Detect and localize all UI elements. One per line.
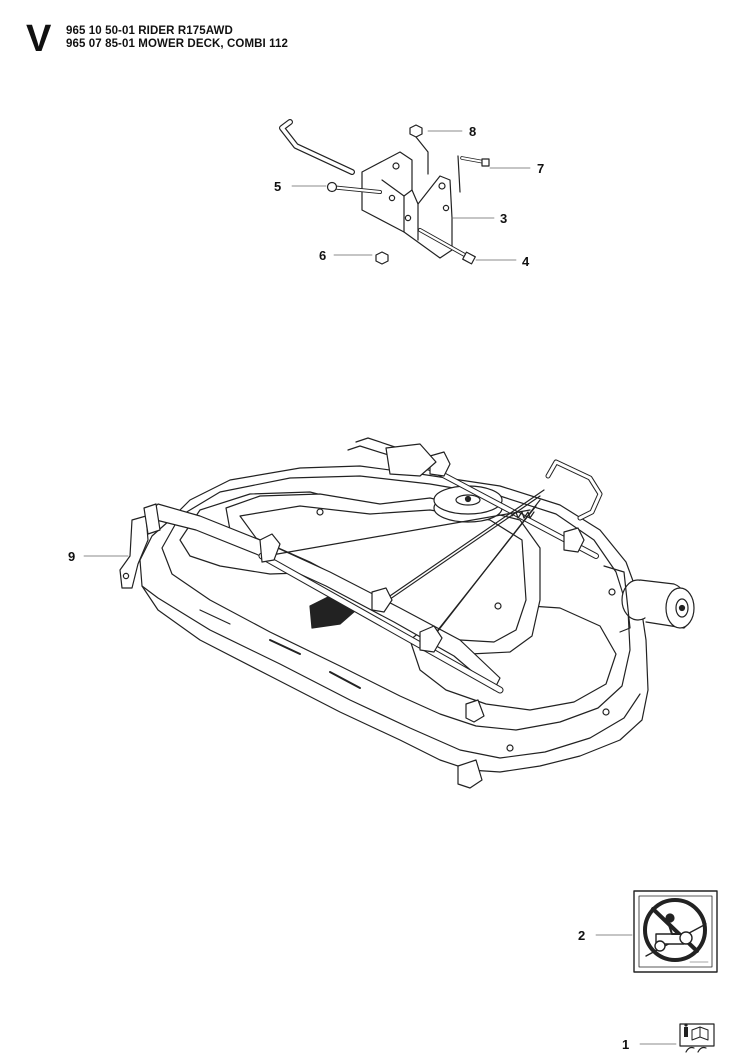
- section-letter: V: [26, 18, 52, 60]
- header-model-line: 965 10 50-01 RIDER R175AWD: [66, 25, 233, 37]
- callout-5: 5: [274, 179, 282, 194]
- no-slope-driving-icon: [633, 890, 718, 973]
- callout-8: 8: [469, 124, 477, 139]
- leader-lines: [83, 130, 677, 1045]
- callout-6: 6: [319, 248, 327, 263]
- callout-7: 7: [537, 161, 545, 176]
- callout-9: 9: [68, 549, 76, 564]
- callout-4: 4: [522, 254, 530, 269]
- callout-3: 3: [500, 211, 508, 226]
- read-manual-icon: [679, 1023, 715, 1053]
- callout-1: 1: [622, 1037, 630, 1052]
- header-deck-line: 965 07 85-01 MOWER DECK, COMBI 112: [66, 38, 288, 50]
- callout-2: 2: [578, 928, 586, 943]
- bracket-assembly: [279, 119, 490, 265]
- mower-deck: [119, 437, 695, 789]
